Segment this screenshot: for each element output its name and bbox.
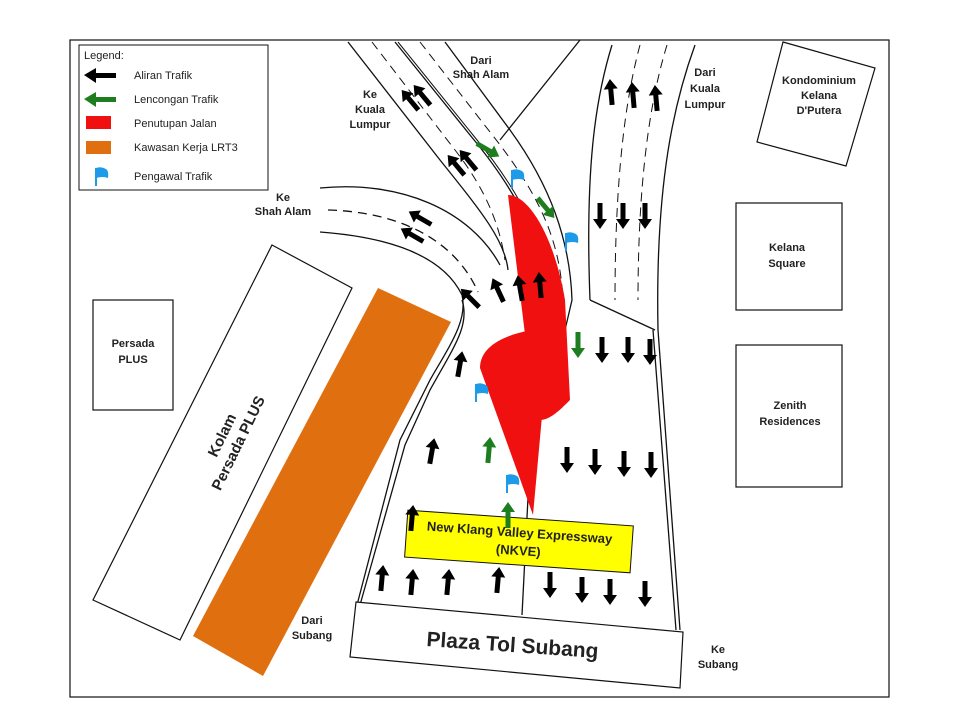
red-box-icon <box>86 116 111 129</box>
green-arrow-icon <box>84 92 116 107</box>
road-closure-wedge <box>480 328 550 515</box>
nkve-sign: New Klang Valley Expressway(NKVE) <box>404 509 634 574</box>
legend: Legend: Aliran Trafik Lencongan Trafik P… <box>78 44 269 191</box>
legend-title: Legend: <box>84 50 124 62</box>
legend-label: Penutupan Jalan <box>134 118 217 130</box>
legend-label: Pengawal Trafik <box>134 171 213 183</box>
orange-box-icon <box>86 141 111 154</box>
toll-plaza: Plaza Tol Subang <box>349 601 684 689</box>
black-arrow-icon <box>84 68 116 83</box>
road-closure-lane <box>508 195 570 420</box>
legend-label: Lencongan Trafik <box>134 94 219 106</box>
lrt3-work-zone <box>193 288 451 676</box>
kolam-persada-plus-building: KolamPersada PLUS <box>92 244 353 641</box>
legend-label: Aliran Trafik <box>134 70 193 82</box>
legend-label: Kawasan Kerja LRT3 <box>134 142 238 154</box>
